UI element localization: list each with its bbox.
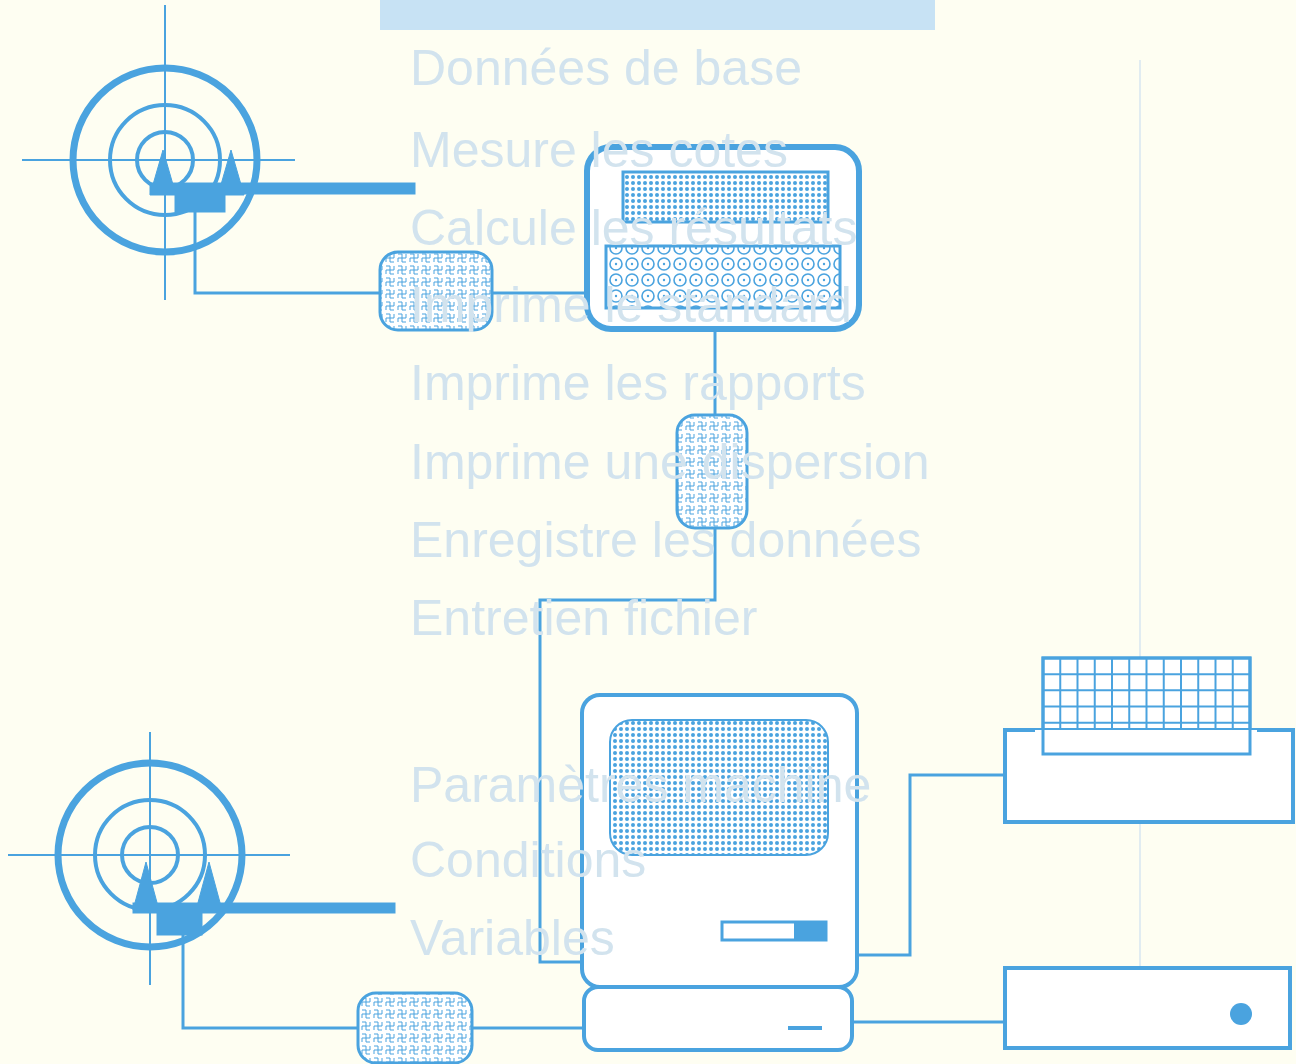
title-band — [380, 0, 935, 30]
watermark-text: Paramètres machine — [410, 757, 871, 813]
printer-wire — [857, 775, 1005, 955]
margin-rule — [1139, 60, 1141, 1000]
caliper-top — [22, 5, 415, 300]
watermark-text: Imprime les rapports — [410, 355, 866, 411]
printer — [1005, 658, 1293, 822]
watermark-text: Données de base — [410, 40, 802, 96]
watermark-text: Variables — [410, 910, 615, 966]
paper-grid-line — [1043, 689, 1250, 691]
interface-box — [358, 993, 472, 1063]
caliper-bottom — [8, 732, 395, 985]
disk-drive — [1005, 968, 1290, 1048]
caliper-wire-top — [195, 205, 380, 293]
watermark-text: Enregistre les données — [410, 512, 921, 568]
watermark-text: Imprime le standard — [410, 277, 852, 333]
paper-grid-line — [1043, 673, 1250, 675]
watermark-text: Calcule les résultats — [410, 200, 857, 256]
watermark-text: Conditions — [410, 832, 646, 888]
watermark-text: Entretien fichier — [410, 590, 757, 646]
title-band-rect — [380, 0, 935, 30]
paper-grid-line — [1043, 722, 1250, 724]
watermark-text: Mesure les cotes — [410, 122, 788, 178]
paper-grid-line — [1043, 706, 1250, 708]
watermark-text: Imprime une dispersion — [410, 434, 930, 490]
drive-wire — [852, 1021, 1005, 1024]
